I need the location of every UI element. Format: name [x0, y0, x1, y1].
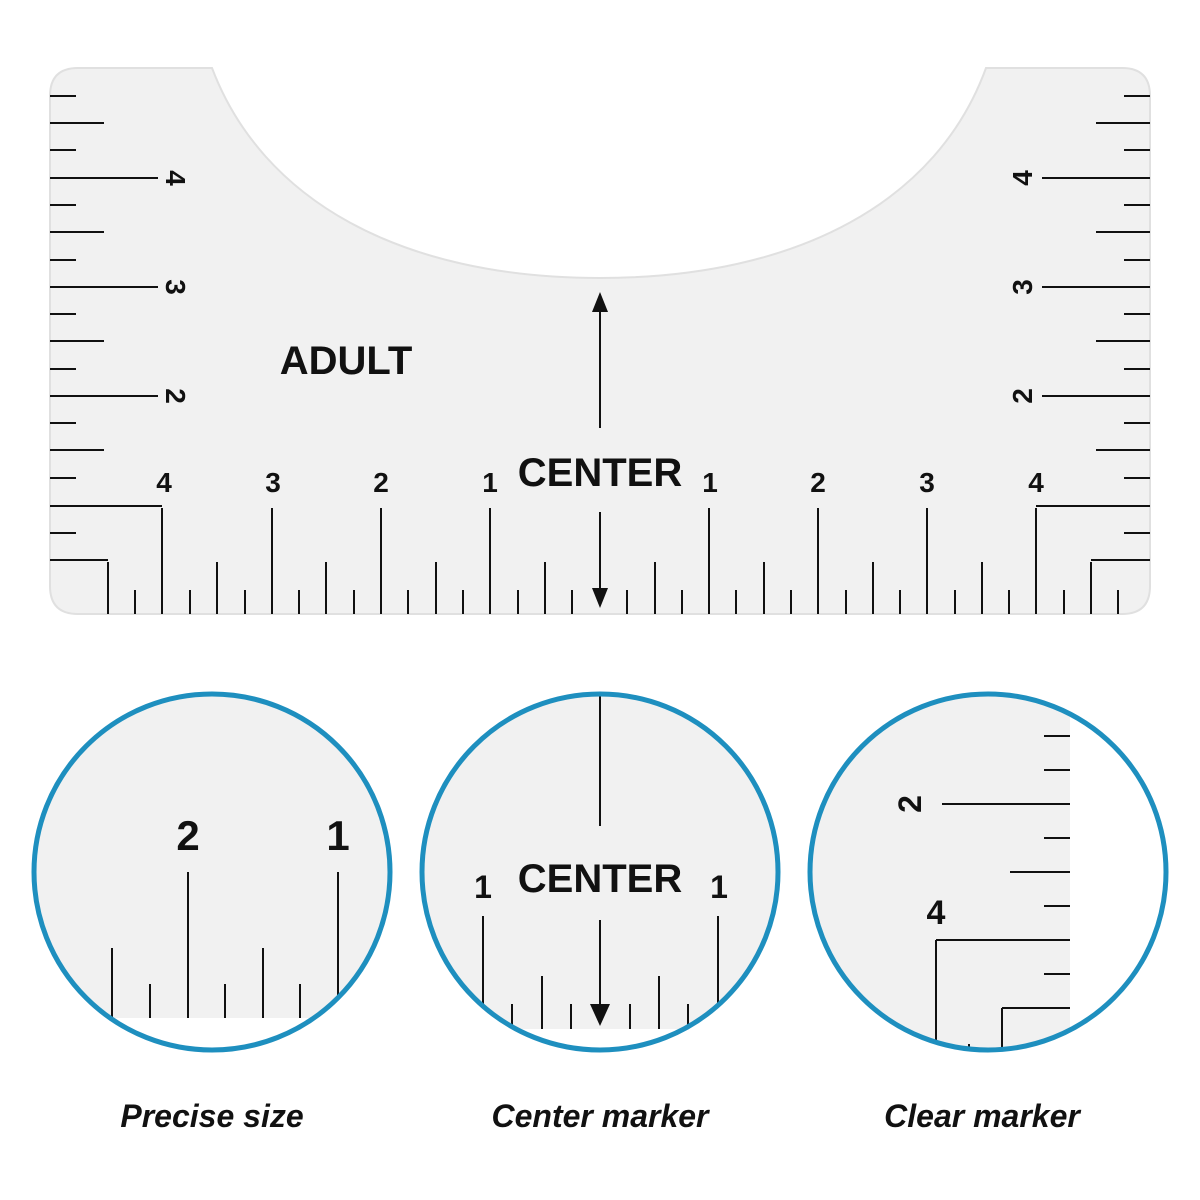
scale-number: 1 — [474, 869, 492, 905]
center-arrow — [592, 292, 608, 608]
detail-clear-marker: 2 4 — [807, 691, 1169, 1053]
scale-number: 4 — [156, 467, 172, 498]
scale-number: 3 — [919, 467, 935, 498]
scale-number: 2 — [892, 795, 928, 813]
scale-number: 1 — [702, 467, 718, 498]
scale-number: 2 — [160, 388, 191, 404]
detail-precise-size: 2 1 — [31, 691, 393, 1053]
caption-center-marker: Center marker — [491, 1098, 709, 1134]
right-scale-ticks — [1042, 95, 1150, 534]
center-label: CENTER — [518, 857, 683, 901]
scale-number: 1 — [326, 812, 349, 859]
size-label: ADULT — [280, 339, 413, 383]
caption-precise-size: Precise size — [120, 1098, 304, 1134]
magnifier-ring — [419, 691, 781, 1053]
scale-number: 2 — [810, 467, 826, 498]
scale-number: 3 — [1007, 279, 1038, 295]
scale-number: 3 — [160, 279, 191, 295]
magnifier-ring — [31, 691, 393, 1053]
scale-number: 1 — [482, 467, 498, 498]
left-scale-ticks — [50, 95, 158, 534]
center-label: CENTER — [518, 451, 683, 495]
scale-number: 4 — [160, 170, 191, 186]
scale-number: 2 — [373, 467, 389, 498]
bottom-scale-ticks — [50, 505, 1150, 614]
scale-number: 4 — [1028, 467, 1044, 498]
scale-number: 3 — [265, 467, 281, 498]
scale-number: 4 — [927, 894, 946, 932]
left-scale-numbers: 4 3 2 — [160, 170, 191, 404]
tshirt-ruler: ADULT CENTER 4 3 2 1 1 2 3 4 4 3 2 4 3 2 — [49, 67, 1151, 615]
scale-number: 4 — [1007, 170, 1038, 186]
bottom-scale-numbers: 4 3 2 1 1 2 3 4 — [156, 467, 1044, 498]
scale-number: 2 — [176, 812, 199, 859]
detail-center-marker: CENTER 1 1 — [419, 691, 781, 1053]
magnifier-ring — [807, 691, 1169, 1053]
scale-number: 2 — [1007, 388, 1038, 404]
right-scale-numbers: 4 3 2 — [1007, 170, 1038, 404]
caption-clear-marker: Clear marker — [884, 1098, 1080, 1134]
scale-number: 1 — [710, 869, 728, 905]
